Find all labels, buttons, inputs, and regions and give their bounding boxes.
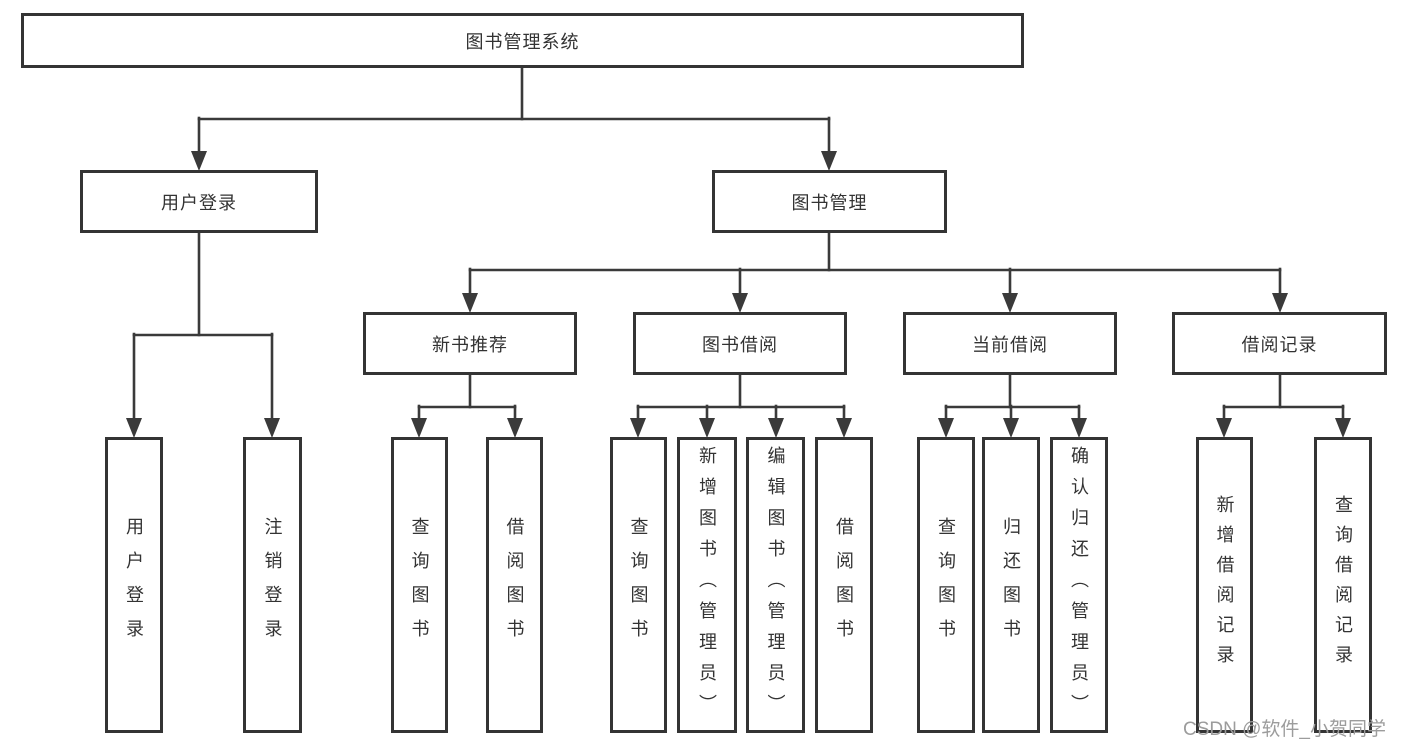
node-library-system-label: 图书管理系统 <box>465 31 580 52</box>
node-new-book-recommend-label: 新书推荐 <box>432 334 508 355</box>
node-current-borrow: 当前借阅 <box>903 312 1117 375</box>
leaf-borrow-books-borrow-label: 借阅图书 <box>834 517 854 653</box>
leaf-logout: 注销登录 <box>243 437 302 733</box>
arrowheads <box>126 151 1351 438</box>
node-borrow-records: 借阅记录 <box>1172 312 1387 375</box>
leaf-query-books-current-label: 查询图书 <box>936 517 956 653</box>
leaf-edit-book-admin-label: 编辑图书（管理员） <box>765 445 786 725</box>
node-book-borrow: 图书借阅 <box>633 312 847 375</box>
leaf-query-books-current: 查询图书 <box>917 437 975 733</box>
leaf-query-borrow-record-label: 查询借阅记录 <box>1333 495 1353 675</box>
leaf-user-login-label: 用户登录 <box>124 517 144 653</box>
leaf-confirm-return-admin: 确认归还（管理员） <box>1050 437 1108 733</box>
node-current-borrow-label: 当前借阅 <box>972 334 1048 355</box>
leaf-add-borrow-record: 新增借阅记录 <box>1196 437 1253 733</box>
leaf-query-borrow-record: 查询借阅记录 <box>1314 437 1372 733</box>
leaf-confirm-return-admin-label: 确认归还（管理员） <box>1069 445 1089 725</box>
csdn-watermark: CSDN @软件_小贺同学 <box>1183 719 1386 740</box>
node-new-book-recommend: 新书推荐 <box>363 312 577 375</box>
leaf-user-login: 用户登录 <box>105 437 163 733</box>
node-user-login-label: 用户登录 <box>161 192 237 213</box>
leaf-add-borrow-record-label: 新增借阅记录 <box>1214 495 1235 675</box>
node-book-management-label: 图书管理 <box>791 192 868 213</box>
node-book-management: 图书管理 <box>712 170 947 233</box>
leaf-borrow-books-recommend-label: 借阅图书 <box>504 517 525 653</box>
leaf-add-book-admin-label: 新增图书（管理员） <box>697 445 717 725</box>
leaf-query-books-borrow: 查询图书 <box>610 437 667 733</box>
leaf-query-books-recommend-label: 查询图书 <box>409 517 430 653</box>
node-book-borrow-label: 图书借阅 <box>702 334 778 355</box>
node-library-system: 图书管理系统 <box>21 13 1024 68</box>
leaf-borrow-books-borrow: 借阅图书 <box>815 437 873 733</box>
leaf-borrow-books-recommend: 借阅图书 <box>486 437 543 733</box>
node-user-login: 用户登录 <box>80 170 318 233</box>
leaf-return-book: 归还图书 <box>982 437 1040 733</box>
node-borrow-records-label: 借阅记录 <box>1241 334 1318 355</box>
leaf-return-book-label: 归还图书 <box>1001 517 1021 653</box>
leaf-add-book-admin: 新增图书（管理员） <box>677 437 737 733</box>
leaf-query-books-borrow-label: 查询图书 <box>628 517 649 653</box>
leaf-query-books-recommend: 查询图书 <box>391 437 448 733</box>
leaf-logout-label: 注销登录 <box>262 517 283 653</box>
leaf-edit-book-admin: 编辑图书（管理员） <box>746 437 805 733</box>
